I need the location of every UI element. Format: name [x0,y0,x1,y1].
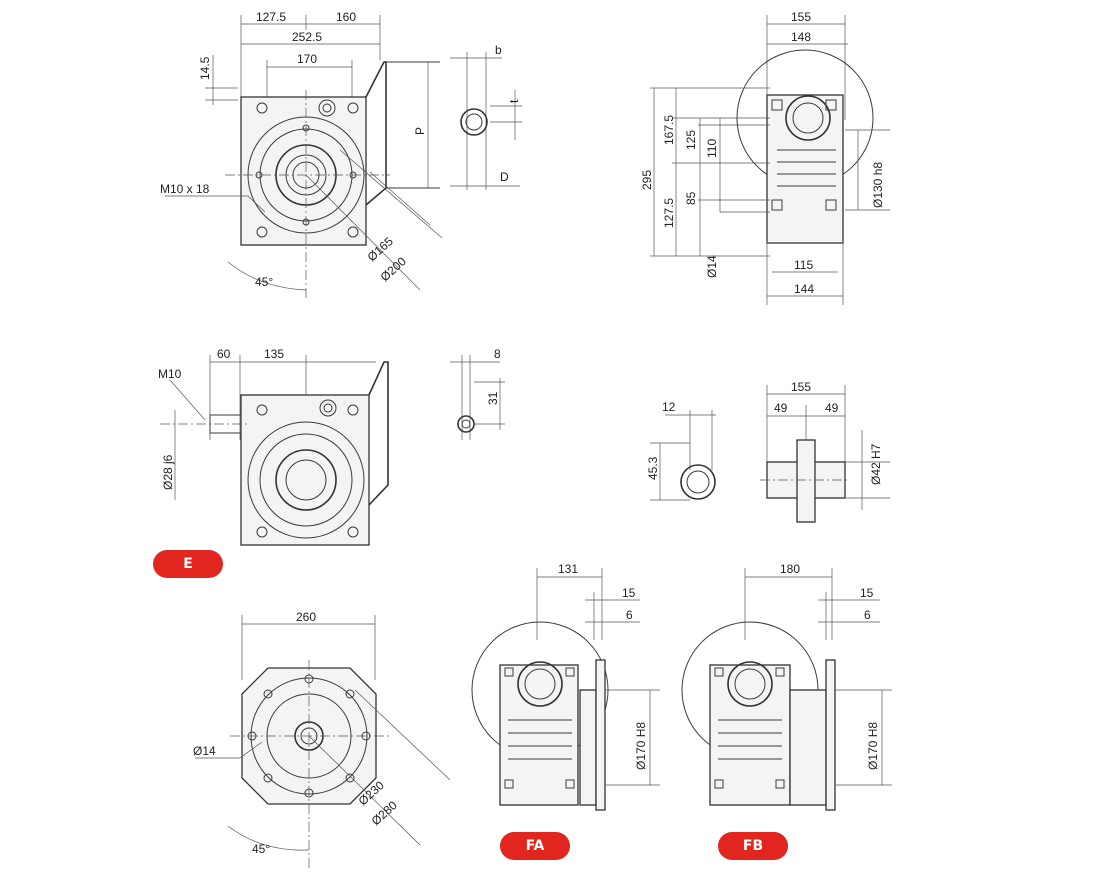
dim-15-fa: 15 [622,586,636,600]
dim-170: 170 [297,52,317,66]
e-variant-view [160,355,389,546]
badge-fa: FA [500,832,570,860]
dim-dia28j6: Ø28 j6 [161,454,175,490]
front-view [165,15,443,300]
dim-dia170h8-fa: Ø170 H8 [634,722,648,770]
dim-49-right: 49 [825,401,839,415]
dim-155-hollow: 155 [791,380,811,394]
dim-14-5: 14.5 [198,56,212,80]
dim-8: 8 [494,347,501,361]
dim-49-left: 49 [774,401,788,415]
dim-P: P [413,127,427,135]
dim-60: 60 [217,347,231,361]
dim-D: D [500,170,509,184]
label-m10: M10 [158,367,182,381]
dim-dia14-flange: Ø14 [193,744,216,758]
dim-dia130h8: Ø130 h8 [871,162,885,208]
dim-144: 144 [794,282,814,296]
fb-view [681,568,892,811]
angle-45-flange: 45° [252,842,270,856]
dim-t: t [507,99,521,103]
dim-131: 131 [558,562,578,576]
dim-295: 295 [640,170,654,190]
dim-85: 85 [684,191,698,205]
dim-dia200: Ø200 [378,254,409,284]
dim-6-fa: 6 [626,608,633,622]
dim-125: 125 [684,130,698,150]
side-view [650,15,890,305]
flange-view [195,615,451,870]
dim-15-fb: 15 [860,586,874,600]
dim-dia42h7: Ø42 H7 [869,443,883,485]
dim-180: 180 [780,562,800,576]
dim-b: b [495,43,502,57]
dim-31: 31 [486,391,500,405]
dim-155: 155 [791,10,811,24]
hollow-shaft-view [650,385,890,523]
dim-6-fb: 6 [864,608,871,622]
dim-110: 110 [705,139,719,158]
dim-127-5-side: 127.5 [662,198,676,228]
dim-252-5: 252.5 [292,30,322,44]
dim-dia170h8-fb: Ø170 H8 [866,722,880,770]
badge-e: E [153,550,223,578]
dim-167-5: 167.5 [662,115,676,145]
e-key-view [450,355,505,440]
dim-12: 12 [662,400,676,414]
dim-45-3: 45.3 [646,456,660,480]
dim-160: 160 [336,10,356,24]
dim-115: 115 [794,258,813,272]
dim-dia280: Ø280 [369,798,400,828]
badge-fb: FB [718,832,788,860]
fa-view [471,568,660,811]
angle-45: 45° [255,275,273,289]
dim-dia14-side: Ø14 [705,255,719,278]
dim-127-5: 127.5 [256,10,286,24]
dim-135: 135 [264,347,284,361]
label-m10x18: M10 x 18 [160,182,210,196]
dim-260: 260 [296,610,316,624]
dim-148: 148 [791,30,811,44]
shaft-key-view [450,52,522,190]
